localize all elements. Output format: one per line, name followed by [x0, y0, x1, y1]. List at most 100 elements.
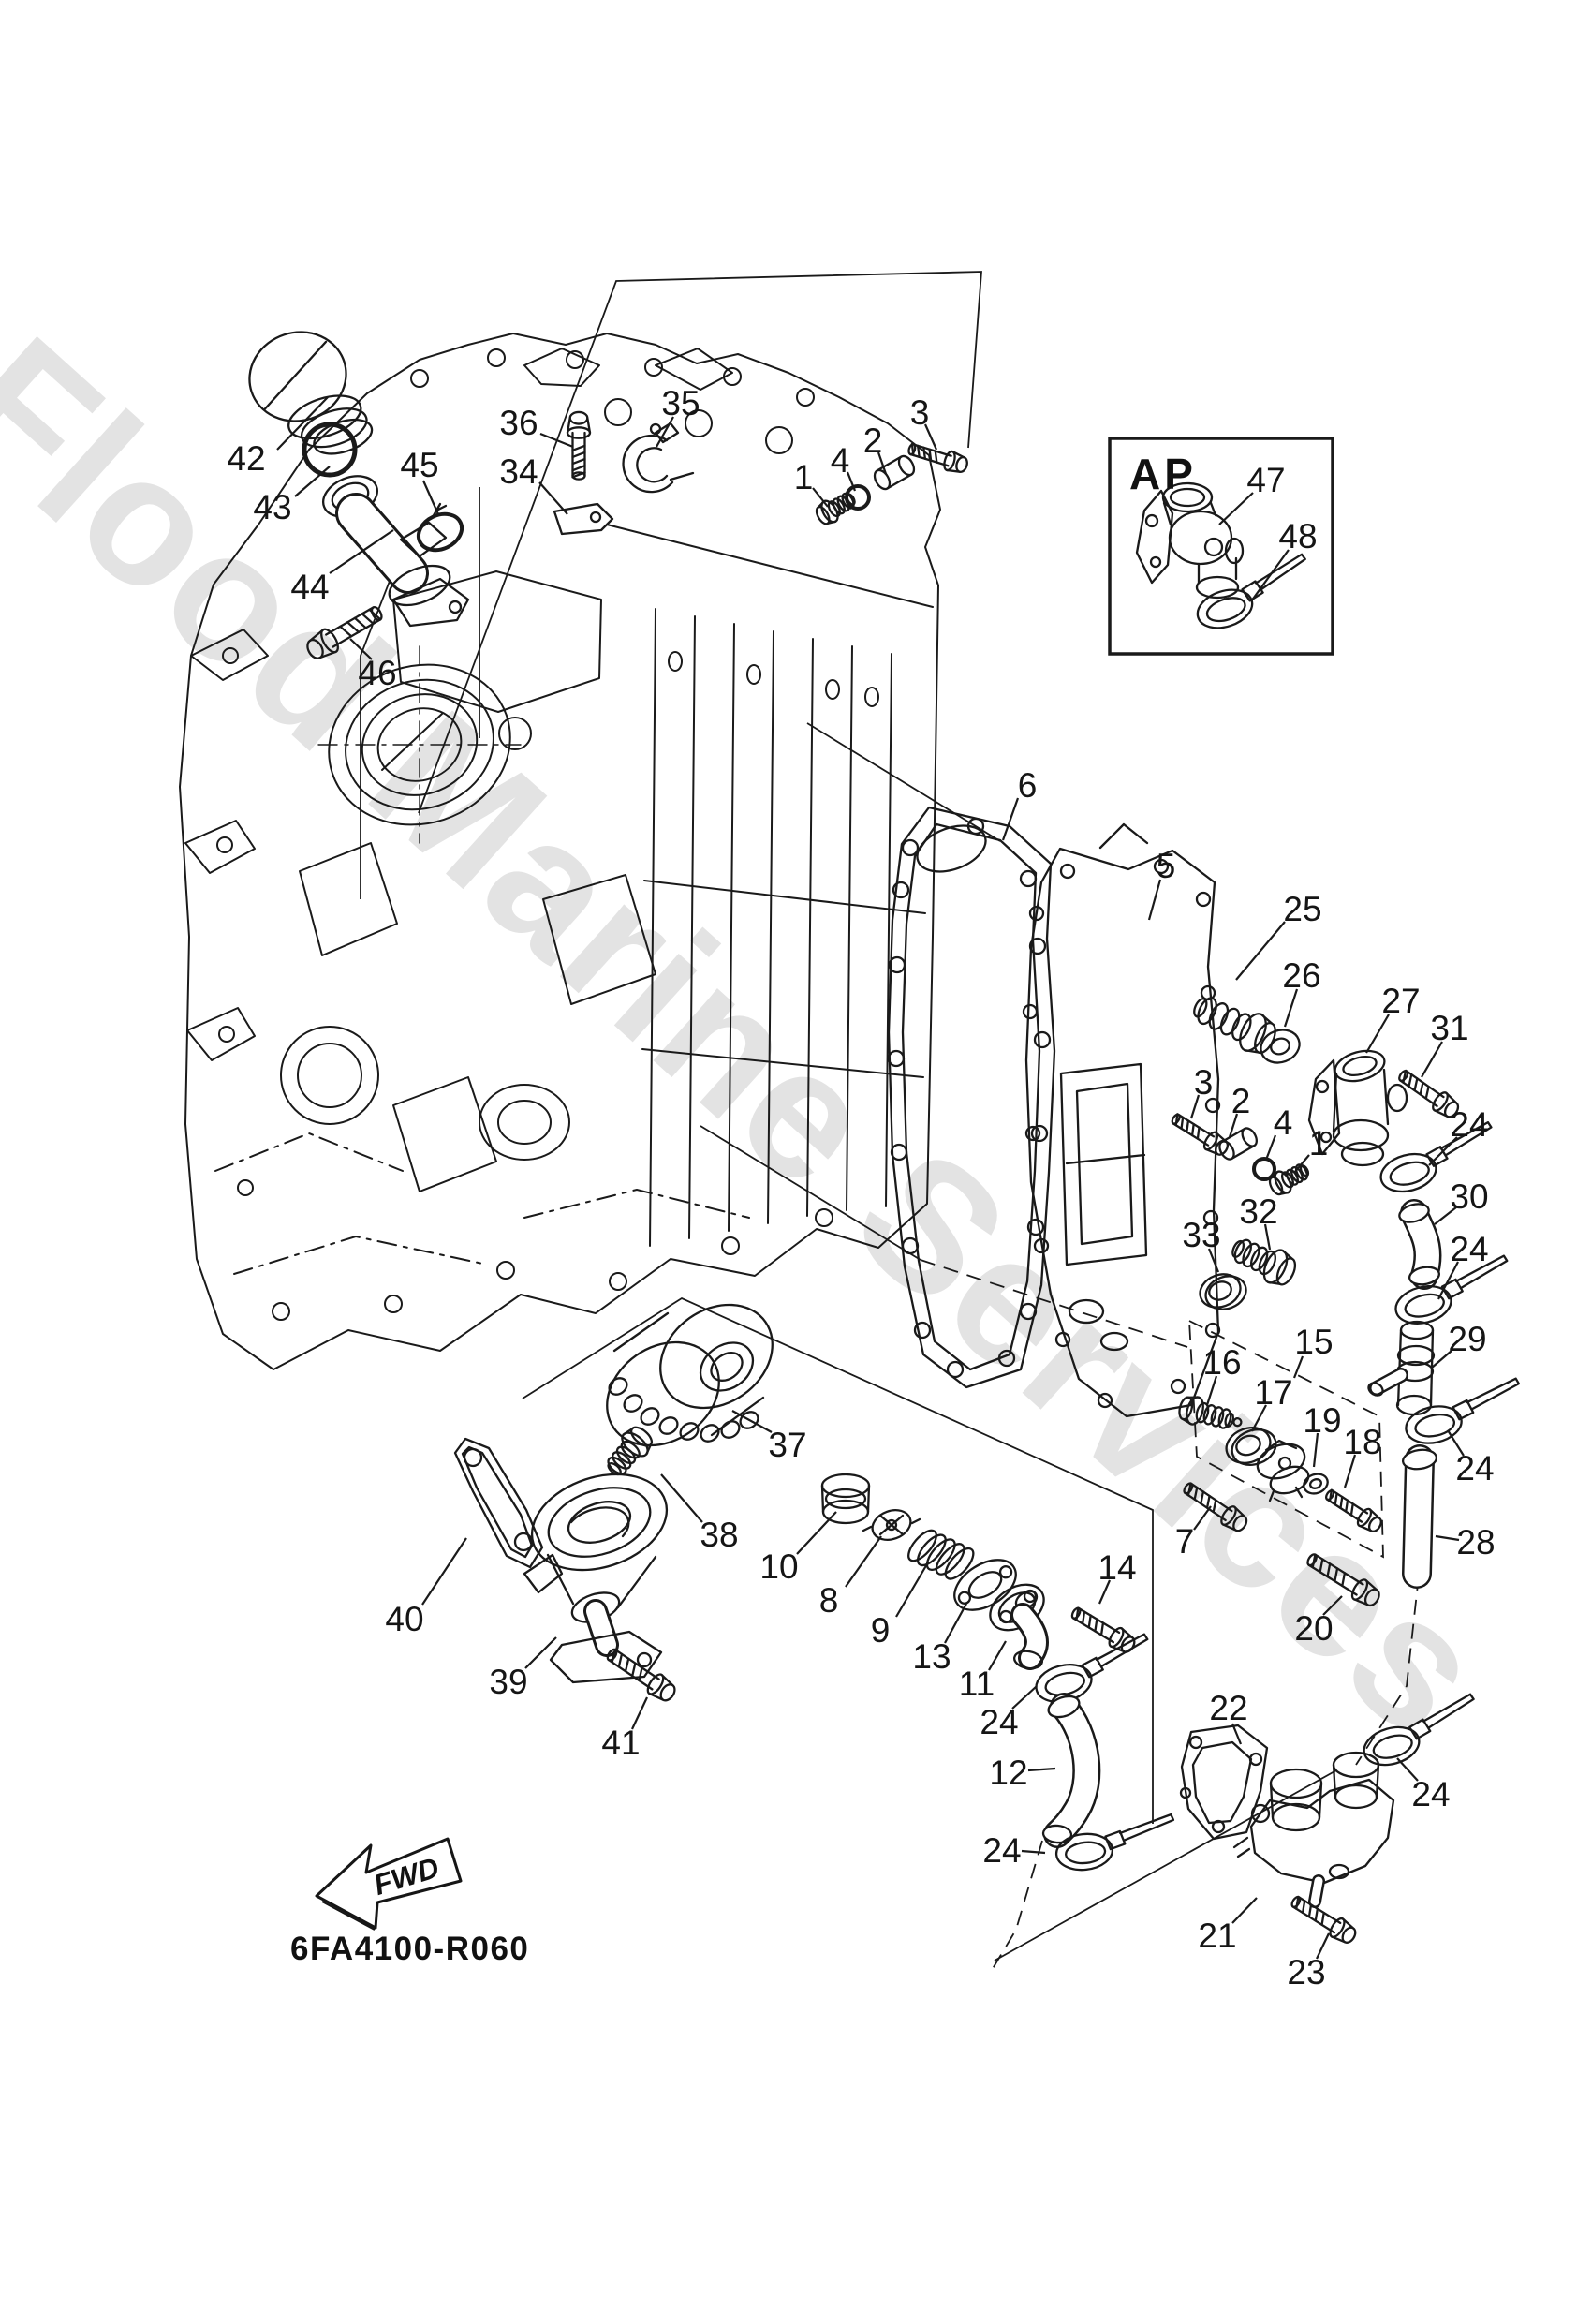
callout-6: 6: [1018, 766, 1038, 805]
callout-14: 14: [1098, 1548, 1136, 1587]
part-cable-tie-clamp: [1054, 1813, 1175, 1872]
part-cable-tie-clamp: [1379, 1121, 1493, 1193]
leader-line: [1316, 1932, 1330, 1960]
part-oil-strainer-funnel: [523, 1473, 669, 1684]
part-cable-tie-clamp: [1363, 1693, 1475, 1767]
callout-33: 33: [1182, 1216, 1220, 1254]
callout-35: 35: [661, 384, 700, 422]
part-collar: [1218, 1127, 1258, 1161]
callout-13: 13: [912, 1637, 951, 1676]
leader-line: [1207, 1248, 1220, 1273]
leader-line: [1264, 1134, 1277, 1161]
leader-line: [1147, 879, 1162, 921]
leader-line: [1283, 988, 1299, 1028]
part-water-outlet-fitting: [989, 1583, 1049, 1670]
callout-4: 4: [1274, 1103, 1293, 1142]
part-ap-valve: [1135, 481, 1245, 600]
callout-29: 29: [1448, 1320, 1486, 1358]
callout-37: 37: [768, 1426, 806, 1464]
callout-1: 1: [1309, 1124, 1329, 1162]
callout-46: 46: [358, 654, 396, 692]
leader-line: [1250, 549, 1290, 602]
leader-line: [1447, 1429, 1465, 1457]
leader-line: [846, 471, 857, 492]
callout-22: 22: [1209, 1689, 1247, 1727]
part-bolt: [1324, 1488, 1382, 1532]
part-gasket-plate: [453, 1437, 544, 1569]
leader-line: [1098, 1579, 1112, 1605]
leader-line: [1435, 1534, 1460, 1542]
construction-line: [806, 722, 1001, 842]
leader-line: [1001, 797, 1020, 841]
callout-24: 24: [1450, 1105, 1488, 1144]
leader-line: [923, 423, 938, 451]
callout-19: 19: [1303, 1401, 1341, 1440]
callout-34: 34: [499, 452, 538, 491]
part-cable-tie-clamp: [1035, 1633, 1149, 1703]
leader-line: [796, 1511, 837, 1555]
leader-line: [1437, 1261, 1459, 1300]
leader-line: [1027, 1767, 1056, 1772]
callout-3: 3: [1194, 1063, 1214, 1102]
leader-line: [988, 1640, 1007, 1671]
part-plug: [1268, 1163, 1310, 1196]
part-oil-filler-neck: [322, 475, 470, 628]
part-hose: [1041, 1693, 1101, 1848]
part-gasket-plate: [1179, 1724, 1269, 1841]
dashed-group-line: [1355, 1575, 1420, 1766]
part-plug: [1178, 1396, 1243, 1429]
construction-line: [700, 1125, 921, 1261]
part-cable-tie-clamp: [1405, 1377, 1521, 1444]
callout-42: 42: [227, 439, 265, 478]
leader-line: [845, 1535, 882, 1588]
callout-40: 40: [385, 1600, 423, 1638]
construction-line: [418, 271, 982, 814]
dashed-group-line: [1188, 1320, 1384, 1559]
leader-line: [329, 529, 394, 574]
callout-7: 7: [1175, 1522, 1195, 1561]
leader-line: [1205, 1375, 1218, 1406]
part-thermostat: [1256, 1439, 1310, 1502]
part-bolt: [306, 606, 383, 659]
ap-box-label: AP: [1129, 450, 1197, 498]
callout-28: 28: [1456, 1523, 1495, 1562]
leader-line: [1193, 1505, 1212, 1531]
leader-line: [944, 1603, 967, 1644]
part-bolt: [566, 410, 592, 481]
leader-line: [1312, 1432, 1319, 1468]
leader-line: [1228, 1113, 1239, 1138]
leader-line: [349, 638, 373, 660]
callout-26: 26: [1282, 956, 1320, 995]
leader-line: [1231, 1897, 1258, 1924]
part-bolt: [1183, 1482, 1248, 1532]
leader-line: [1251, 1404, 1267, 1432]
construction-line: [360, 570, 394, 899]
callout-3: 3: [910, 393, 930, 432]
leader-line: [1421, 1041, 1443, 1078]
callout-23: 23: [1287, 1953, 1325, 1991]
exploded-parts: [248, 331, 1521, 1944]
callout-31: 31: [1430, 1009, 1468, 1047]
part-water-pump-assembly: [1232, 1751, 1395, 1908]
callout-43: 43: [253, 488, 291, 526]
part-anode-holder: [862, 1509, 921, 1541]
leader-line: [539, 432, 574, 449]
leader-line: [1218, 492, 1254, 525]
callout-32: 32: [1239, 1192, 1277, 1231]
part-sensor-retainer: [622, 422, 695, 494]
ap-box-frame: [1108, 437, 1334, 656]
leader-line: [1434, 1206, 1457, 1225]
callout-48: 48: [1278, 517, 1317, 555]
part-seal-ring: [1225, 1427, 1277, 1466]
callout-24: 24: [982, 1831, 1021, 1870]
part-oring: [1252, 1157, 1276, 1181]
part-washer: [1303, 1473, 1329, 1495]
leader-line: [1292, 1355, 1304, 1379]
leader-line: [294, 466, 331, 497]
callout-8: 8: [819, 1581, 839, 1620]
callout-38: 38: [700, 1516, 738, 1554]
part-oring: [845, 484, 871, 511]
leader-line: [1011, 1685, 1038, 1710]
